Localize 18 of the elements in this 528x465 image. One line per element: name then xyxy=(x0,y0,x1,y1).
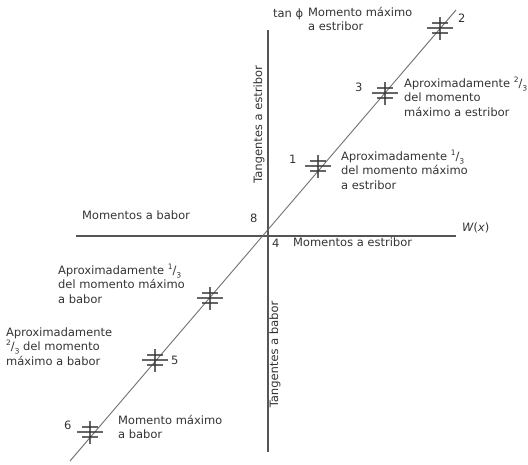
point-note: Aproximadamente $^{1}$/$_{3}$ del momento máximo a babor xyxy=(58,263,186,306)
point-number: 1 xyxy=(289,152,298,166)
point-number: 4 xyxy=(272,236,280,250)
axis-label: Tangentes a babor xyxy=(266,300,282,408)
point-number: 8 xyxy=(250,211,258,226)
point-number: 2 xyxy=(458,11,466,26)
point-note: Aproximadamente $^{1}$/$_{3}$ del momento máximo a estribor xyxy=(341,149,469,192)
point-number: 6 xyxy=(64,418,72,432)
point-note: Aproximadamente $^{2}$/$_{3}$ del momento máximo a estribor xyxy=(404,76,528,120)
point-note: Momento máximo a estribor xyxy=(308,5,414,34)
point-number: 5 xyxy=(171,353,180,368)
point-note: Momento máximo a babor xyxy=(118,413,224,442)
axis-label: Tangentes a estribor xyxy=(250,65,266,183)
axis-label: Momentos a estribor xyxy=(293,235,413,250)
point-note: Aproximadamente $^{2}$/$_{3}$ del momento máximo a babor xyxy=(6,325,114,368)
point-number: 3 xyxy=(355,80,364,94)
axis-label: W(x) xyxy=(462,220,490,234)
axis-label: Momentos a babor xyxy=(82,208,191,222)
